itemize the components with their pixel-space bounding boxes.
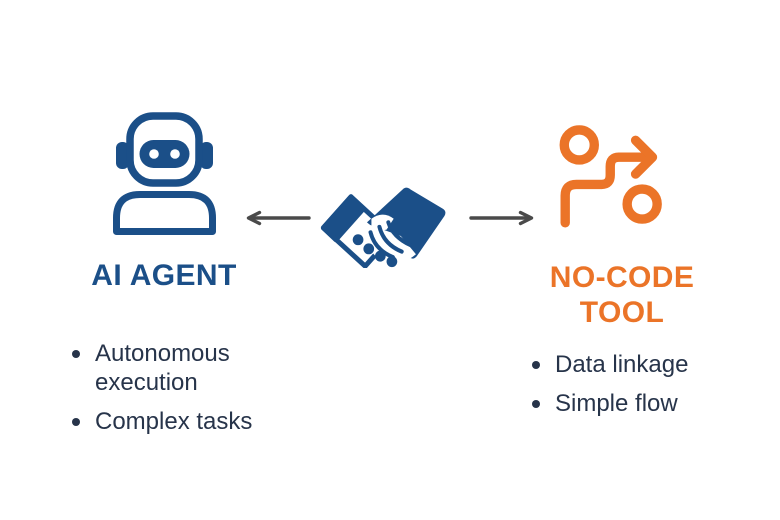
bullet-text: Data linkage (555, 351, 689, 378)
left-bullet-list: Autonomous execution Complex tasks (72, 339, 270, 446)
no-code-flow-icon (559, 125, 662, 228)
list-item: Data linkage (532, 350, 737, 379)
bullet-dot (532, 361, 540, 369)
robot-icon (113, 112, 216, 235)
bullet-text: Complex tasks (95, 408, 253, 435)
list-item: Simple flow (532, 389, 737, 418)
list-item: Complex tasks (72, 407, 270, 436)
bullet-dot (532, 400, 540, 408)
handshake-icon (320, 187, 446, 268)
bullet-text: Autonomous execution (95, 340, 230, 396)
arrow-right-icon (469, 210, 534, 226)
arrow-left-icon (246, 210, 311, 226)
bullet-dot (72, 418, 80, 426)
left-title: AI AGENT (91, 259, 237, 292)
right-title: NO-CODE TOOL (549, 261, 695, 329)
right-bullet-list: Data linkage Simple flow (532, 350, 737, 428)
bullet-text: Simple flow (555, 390, 678, 417)
list-item: Autonomous execution (72, 339, 270, 397)
bullet-dot (72, 350, 80, 358)
